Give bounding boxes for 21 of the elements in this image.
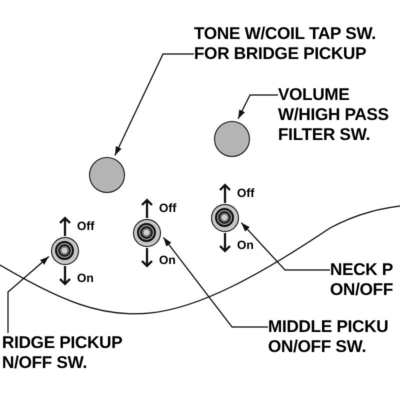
leader-line xyxy=(238,94,278,120)
callout-text: NECK P ON/OFF xyxy=(330,260,395,300)
callout-text: VOLUME W/HIGH PASS FILTER SW. xyxy=(278,85,390,145)
leader-line xyxy=(240,222,330,271)
switch-position-label: On xyxy=(237,238,254,252)
switch-position-label: Off xyxy=(237,186,254,200)
switch-position-label: On xyxy=(159,253,176,267)
control-knob xyxy=(214,121,250,157)
switch-position-label: Off xyxy=(159,201,176,215)
callout-text: MIDDLE PICKU ON/OFF SW. xyxy=(268,317,390,357)
callout-text: TONE W/COIL TAP SW. FOR BRIDGE PICKUP xyxy=(194,24,377,64)
toggle-switch xyxy=(133,219,161,247)
leader-line xyxy=(114,53,194,156)
callout-text: RIDGE PICKUP N/OFF SW. xyxy=(2,333,124,373)
toggle-switch xyxy=(211,204,239,232)
toggle-switch xyxy=(51,237,79,265)
switch-position-label: On xyxy=(77,271,94,285)
leader-line xyxy=(162,237,268,328)
leader-line xyxy=(7,256,50,333)
switch-position-label: Off xyxy=(77,219,94,233)
control-knob xyxy=(89,157,125,193)
